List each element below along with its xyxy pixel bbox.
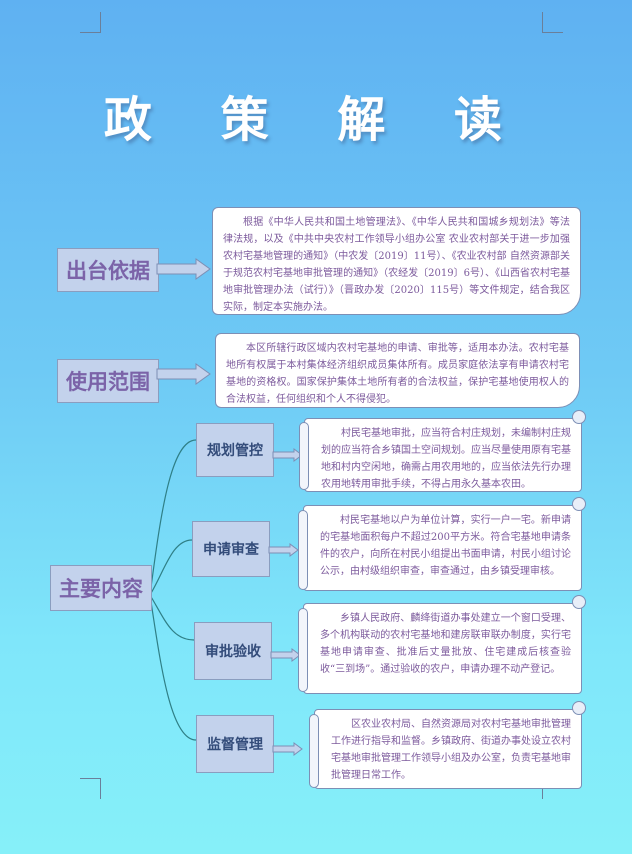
scope-label: 使用范围 (57, 359, 159, 403)
basis-text: 根据《中华人民共和国土地管理法》、《中华人民共和国城乡规划法》等法律法规，以及《… (212, 207, 581, 315)
item-label-approval: 审批验收 (194, 622, 272, 680)
crop-mark-bottom-left (80, 778, 101, 799)
item-text-application: 村民宅基地以户为单位计算，实行一户一宅。新申请的宅基地面积每户不超过200平方米… (303, 505, 582, 591)
item-text-supervision: 区农业农村局、自然资源局对农村宅基地审批管理工作进行指导和监督。乡镇政府、街道办… (314, 709, 582, 789)
scroll-roll-icon (298, 608, 308, 692)
item-text-approval: 乡镇人民政府、麟绛街道办事处建立一个窗口受理、多个机构联动的农村宅基地和建房联审… (303, 603, 582, 694)
item-arrow-icon (272, 448, 303, 462)
crop-mark-top-right (542, 12, 563, 33)
scroll-curl-icon (572, 595, 586, 609)
main-label: 主要内容 (50, 565, 152, 611)
item-arrow-icon (268, 543, 299, 557)
scroll-curl-icon (572, 497, 586, 511)
scope-arrow-icon (156, 363, 211, 385)
page-title: 政 策 解 读 (103, 92, 529, 148)
scroll-roll-icon (299, 422, 309, 490)
item-label-application: 申请审查 (192, 521, 270, 577)
basis-arrow-icon (156, 258, 211, 280)
scroll-roll-icon (309, 714, 319, 788)
crop-mark-top-left (80, 12, 101, 33)
basis-label: 出台依据 (57, 248, 159, 292)
scope-text: 本区所辖行政区域内农村宅基地的申请、审批等，适用本办法。农村宅基地所有权属于本村… (215, 333, 580, 408)
item-label-planning: 规划管控 (196, 423, 274, 477)
scroll-roll-icon (298, 510, 308, 590)
item-arrow-icon (270, 648, 301, 662)
item-label-supervision: 监督管理 (196, 715, 274, 773)
scroll-curl-icon (572, 701, 586, 715)
item-arrow-icon (272, 742, 303, 756)
item-text-planning: 村民宅基地审批，应当符合村庄规划，未编制村庄规划的应当符合乡镇国土空间规划。应当… (304, 418, 582, 492)
scroll-curl-icon (572, 410, 586, 424)
